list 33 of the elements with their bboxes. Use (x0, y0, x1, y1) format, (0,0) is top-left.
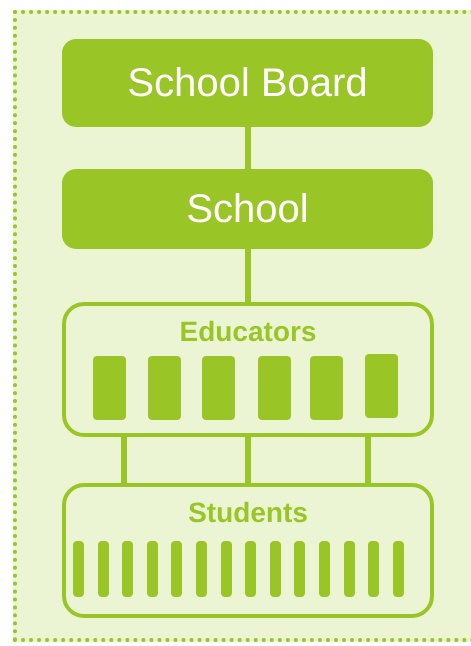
bar-shape (258, 356, 291, 420)
bar-shape (392, 541, 404, 597)
node-label: Educators (180, 316, 316, 348)
connector-line (245, 437, 251, 483)
bar-shape (202, 356, 235, 420)
bar-shape (148, 356, 181, 420)
node-label: Students (188, 497, 308, 529)
bar-shape (98, 541, 109, 597)
bar-shape (122, 541, 134, 597)
bar-shape (365, 354, 398, 418)
bar-shape (319, 541, 330, 597)
bar-shape (270, 541, 281, 597)
org-box (62, 169, 433, 249)
connector-line (365, 437, 371, 483)
group-box (62, 302, 434, 437)
group-box (62, 483, 434, 618)
bar-shape (93, 356, 126, 420)
bar-shape (171, 541, 182, 597)
bar-shape (310, 356, 343, 420)
bar-shape (146, 541, 158, 597)
bar-shape (294, 541, 306, 597)
node-label: School (186, 186, 309, 232)
bar-shape (245, 541, 256, 597)
connector-line (245, 127, 251, 169)
bar-shape (344, 541, 355, 597)
org-box (62, 39, 433, 127)
bar-shape (73, 541, 84, 597)
connector-line (245, 249, 251, 302)
node-label: School Board (127, 60, 368, 106)
bar-shape (220, 541, 232, 597)
bar-shape (196, 541, 207, 597)
connector-line (121, 437, 127, 483)
bar-shape (368, 541, 380, 597)
